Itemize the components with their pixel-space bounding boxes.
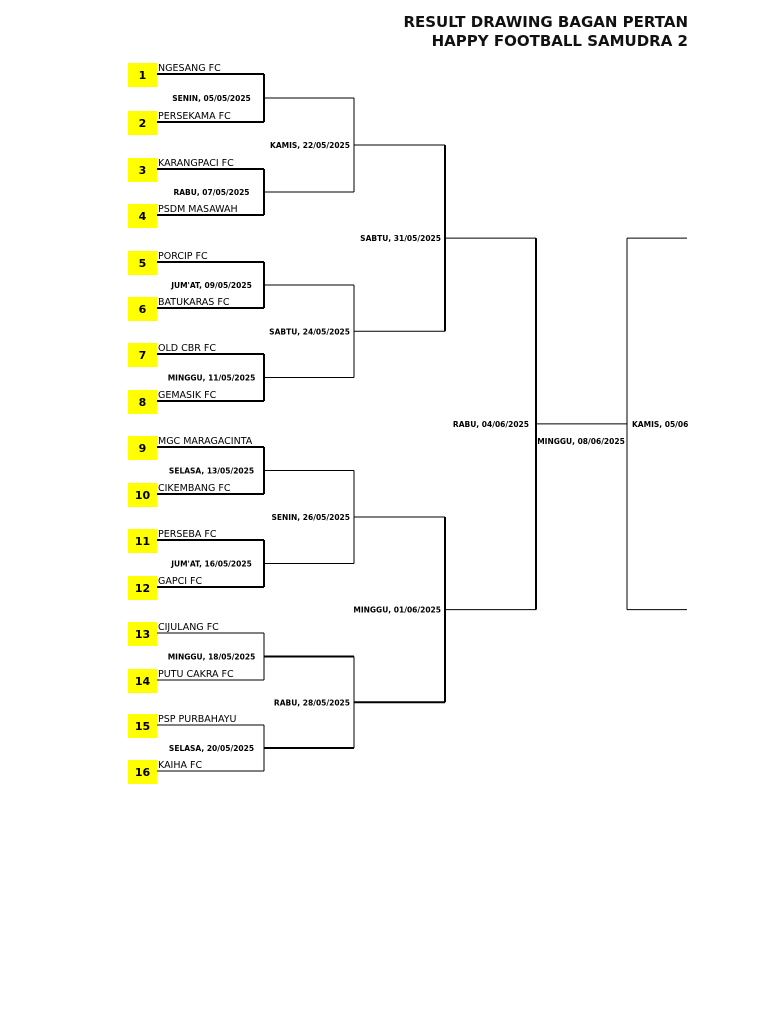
- match-date: JUM'AT, 16/05/2025: [170, 560, 252, 569]
- team-name: CIJULANG FC: [158, 622, 219, 633]
- seed-badge: [128, 390, 157, 414]
- seed-badge: [128, 158, 157, 182]
- match-date: SABTU, 24/05/2025: [269, 327, 350, 336]
- seed-number: 3: [139, 164, 147, 177]
- seed-number: 5: [139, 257, 147, 270]
- seed-badge: [128, 297, 157, 321]
- team-name: KAIHA FC: [158, 760, 202, 771]
- match-date: RABU, 28/05/2025: [274, 698, 350, 707]
- seed-number: 7: [139, 349, 147, 362]
- seed-number: 14: [135, 675, 151, 688]
- team-name: KARANGPACI FC: [158, 158, 234, 169]
- match-date: SENIN, 26/05/2025: [271, 513, 350, 522]
- seed-badge: [128, 760, 157, 784]
- team-name: CIKEMBANG FC: [158, 483, 231, 494]
- match-date: KAMIS, 05/06: [632, 420, 688, 429]
- seed-number: 12: [135, 582, 150, 595]
- team-name: PSP PURBAHAYU: [158, 714, 237, 725]
- match-date: JUM'AT, 09/05/2025: [170, 281, 252, 290]
- seed-number: 16: [135, 766, 151, 779]
- match-date: SELASA, 20/05/2025: [169, 744, 254, 753]
- seed-badge: [128, 436, 157, 460]
- bracket-title-line1: RESULT DRAWING BAGAN PERTAN: [403, 13, 688, 31]
- team-name: GEMASIK FC: [158, 390, 217, 401]
- seed-number: 9: [139, 442, 147, 455]
- team-name: PERSEBA FC: [158, 529, 217, 540]
- seed-number: 11: [135, 535, 150, 548]
- seed-badge: [128, 529, 157, 553]
- team-name: OLD CBR FC: [158, 343, 216, 354]
- seed-number: 1: [139, 69, 147, 82]
- team-name: NGESANG FC: [158, 63, 221, 74]
- seed-badge: [128, 251, 157, 275]
- seed-badge: [128, 63, 157, 87]
- seed-badge: [128, 622, 157, 646]
- match-date: MINGGU, 08/06/2025: [537, 437, 625, 446]
- team-name: PUTU CAKRA FC: [158, 669, 234, 680]
- seed-badge: [128, 576, 157, 600]
- team-name: PSDM MASAWAH: [158, 204, 238, 215]
- seed-number: 8: [139, 396, 147, 409]
- team-name: PORCIP FC: [158, 251, 208, 262]
- match-date: MINGGU, 18/05/2025: [168, 653, 256, 662]
- seed-badge: [128, 204, 157, 228]
- seed-number: 6: [139, 303, 147, 316]
- seed-badge: [128, 111, 157, 135]
- seed-number: 10: [135, 489, 151, 502]
- seed-number: 15: [135, 720, 150, 733]
- match-date: MINGGU, 01/06/2025: [353, 606, 441, 615]
- seed-badge: [128, 714, 157, 738]
- match-date: SENIN, 05/05/2025: [172, 94, 251, 103]
- seed-badge: [128, 669, 157, 693]
- team-name: GAPCI FC: [158, 576, 203, 587]
- team-name: MGC MARAGACINTA: [158, 436, 253, 447]
- seed-badge: [128, 483, 157, 507]
- match-date: MINGGU, 11/05/2025: [168, 374, 256, 383]
- match-date: SELASA, 13/05/2025: [169, 467, 254, 476]
- match-date: RABU, 04/06/2025: [453, 420, 529, 429]
- seed-badge: [128, 343, 157, 367]
- seed-number: 4: [139, 210, 147, 223]
- seed-number: 2: [139, 117, 147, 130]
- match-date: SABTU, 31/05/2025: [360, 234, 441, 243]
- match-date: RABU, 07/05/2025: [173, 188, 249, 197]
- bracket-title-line2: HAPPY FOOTBALL SAMUDRA 2: [431, 32, 688, 50]
- match-date: KAMIS, 22/05/2025: [270, 141, 350, 150]
- team-name: BATUKARAS FC: [158, 297, 230, 308]
- seed-number: 13: [135, 628, 150, 641]
- team-name: PERSEKAMA FC: [158, 111, 231, 122]
